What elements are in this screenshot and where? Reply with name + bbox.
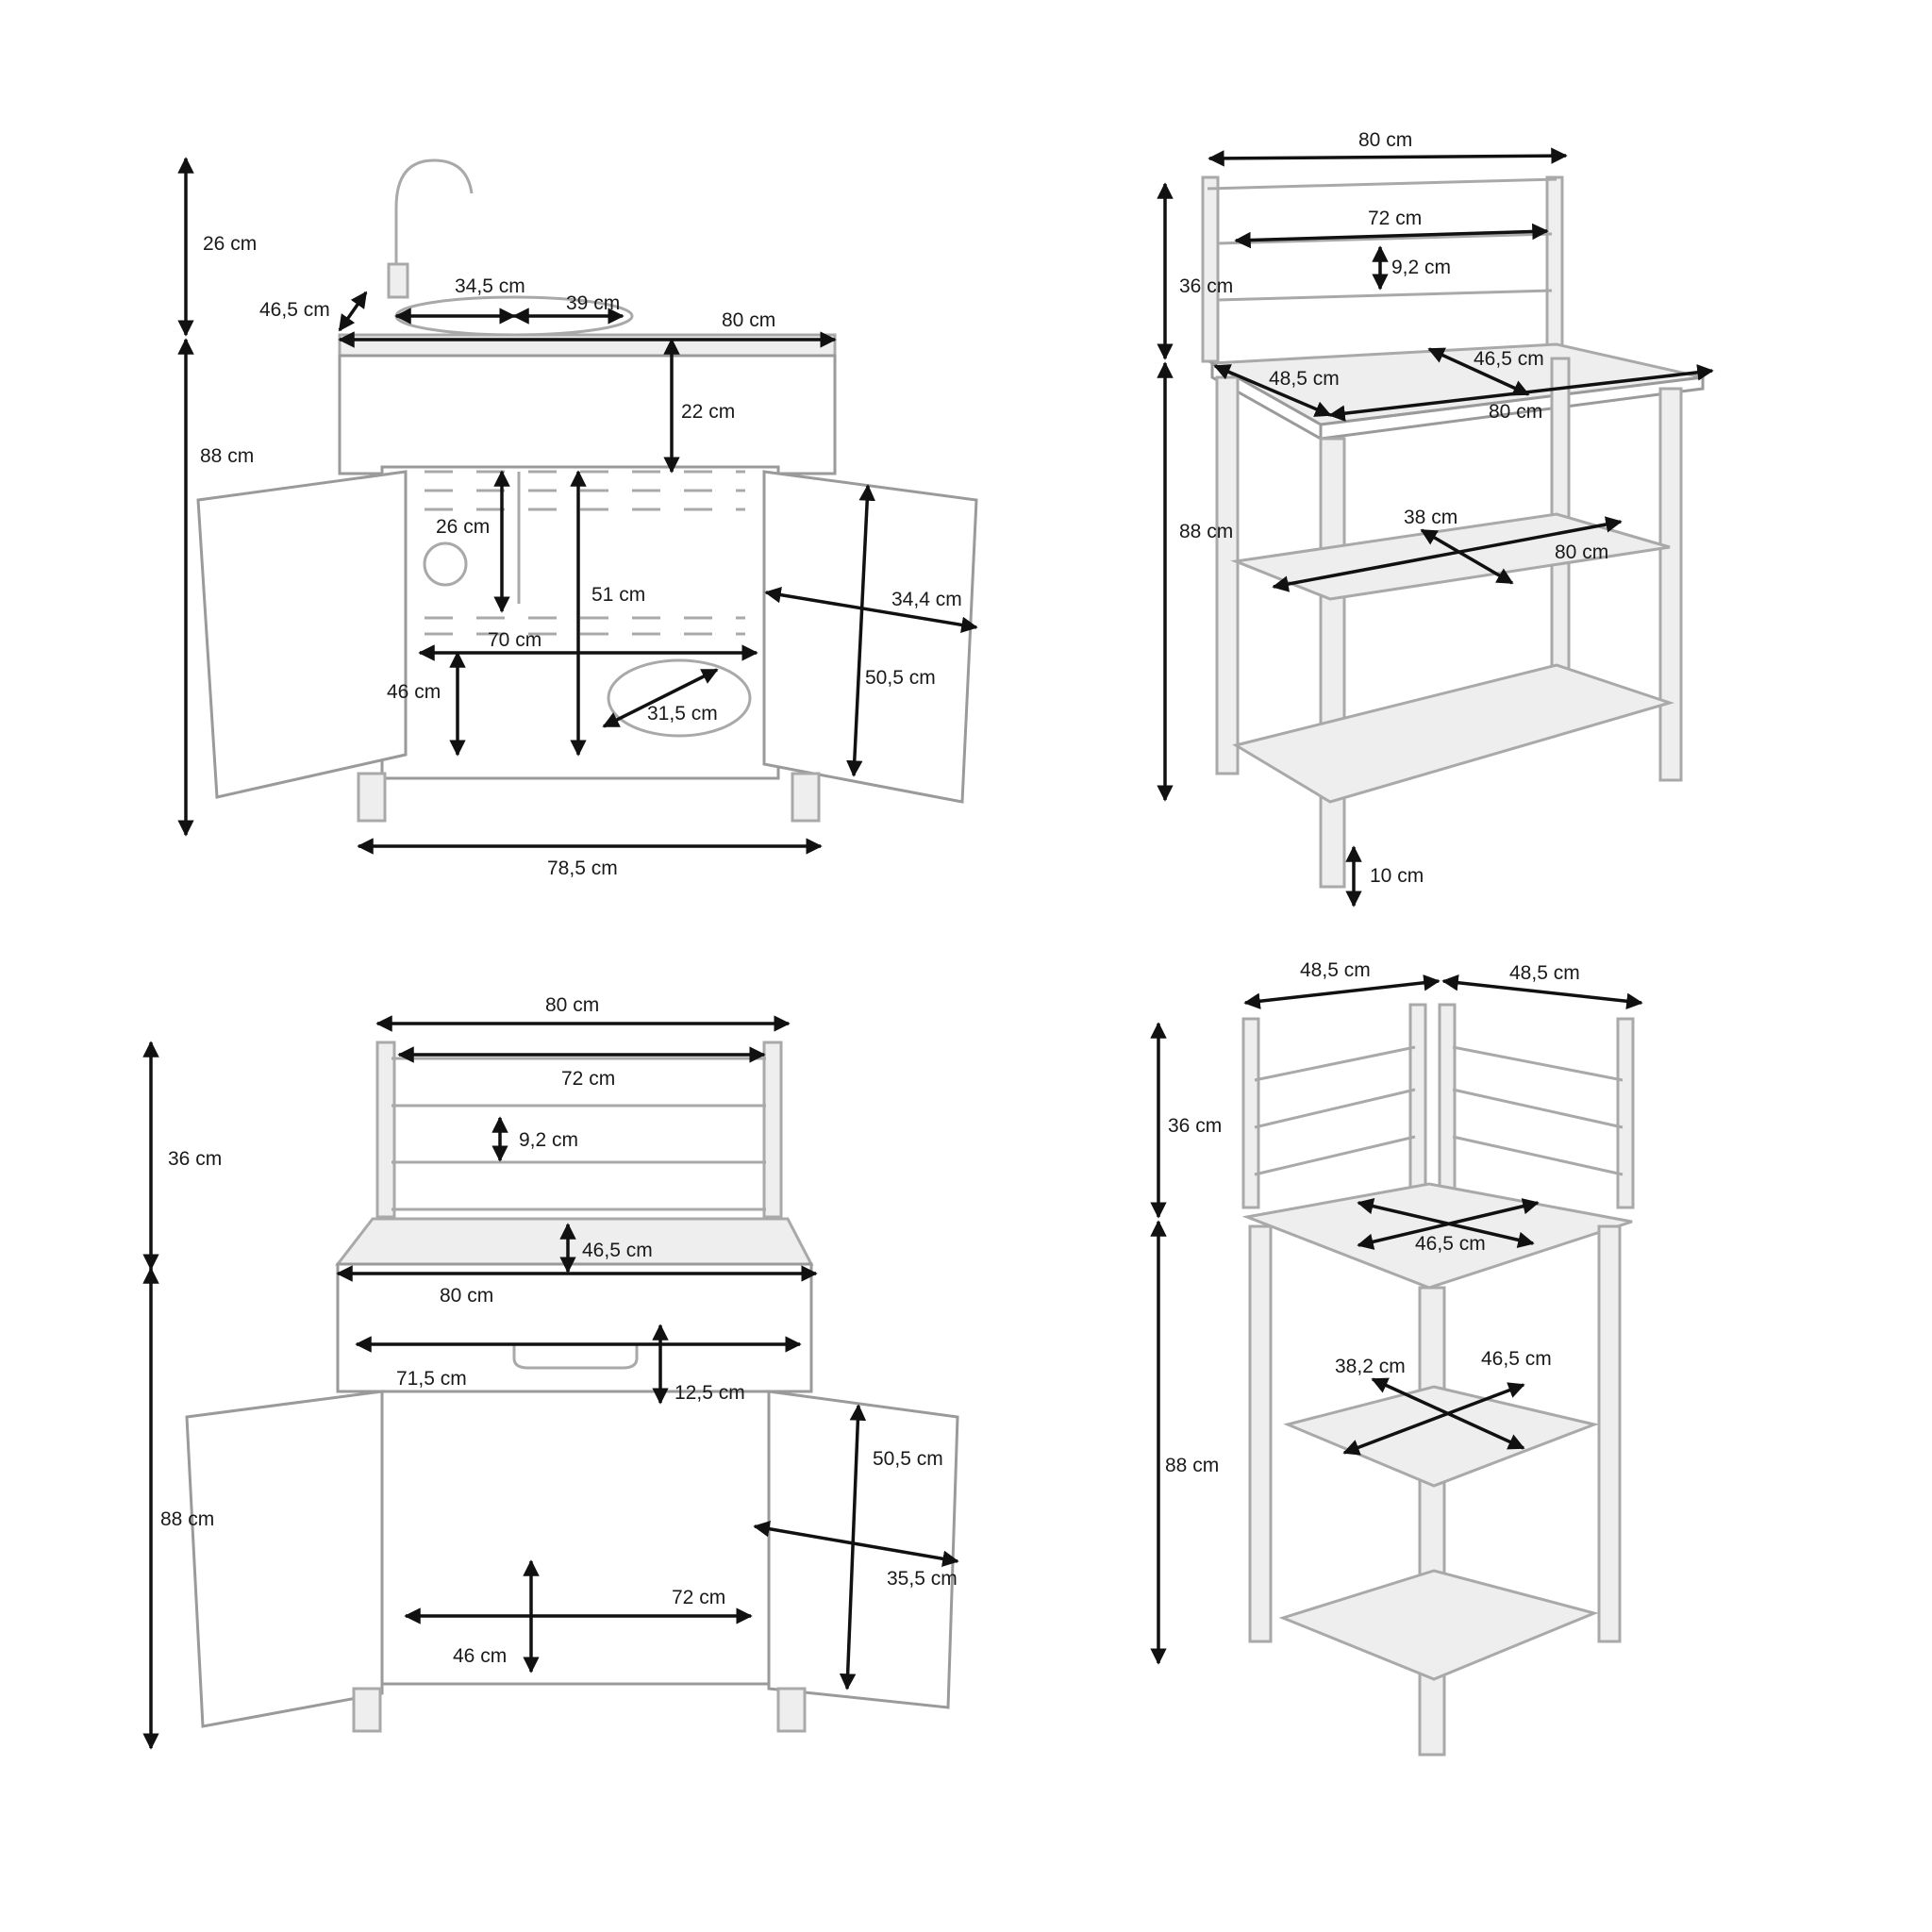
dimension-label: 39 cm xyxy=(566,292,620,314)
dimension-label: 36 cm xyxy=(1168,1115,1222,1137)
work-bench-drawing xyxy=(1201,175,1705,889)
dimension-label: 88 cm xyxy=(200,445,254,467)
dimension-label: 51 cm xyxy=(591,584,645,606)
corner-unit-drawing xyxy=(1241,1003,1635,1757)
dimension-label: 38,2 cm xyxy=(1335,1356,1406,1377)
dimension-label: 80 cm xyxy=(1555,541,1608,563)
dimension-label: 31,5 cm xyxy=(647,703,718,724)
dimension-label: 12,5 cm xyxy=(675,1382,745,1404)
dimension-arrow xyxy=(1441,974,1643,1009)
storage-left-door xyxy=(185,1390,384,1728)
dimension-lines xyxy=(142,147,1714,1750)
dimension-label: 50,5 cm xyxy=(873,1448,943,1470)
dimension-arrow xyxy=(753,1521,959,1567)
dimension-label: 38 cm xyxy=(1404,507,1457,528)
dimension-label: 34,4 cm xyxy=(891,589,962,610)
dimension-arrow xyxy=(1208,147,1568,167)
dimension-arrow xyxy=(1357,1198,1535,1248)
dimension-arrow xyxy=(602,668,719,728)
storage-interior xyxy=(380,1390,771,1686)
dimension-label: 10 cm xyxy=(1370,865,1424,887)
dimension-label: 48,5 cm xyxy=(1269,368,1340,390)
dimension-label: 80 cm xyxy=(1358,129,1412,151)
sink-cabinet-drawing xyxy=(196,158,978,823)
dimension-label: 46,5 cm xyxy=(1481,1348,1552,1370)
dimension-arrow xyxy=(1234,223,1549,249)
dimension-label: 72 cm xyxy=(672,1587,725,1608)
right-door xyxy=(762,470,978,804)
dimension-label: 9,2 cm xyxy=(1391,257,1451,278)
dimension-label: 80 cm xyxy=(722,309,775,331)
storage-worktop xyxy=(334,1217,814,1266)
cabinet-interior xyxy=(380,465,780,780)
dimension-arrow xyxy=(1342,1382,1525,1456)
dimension-label: 50,5 cm xyxy=(865,667,936,689)
dimension-label: 9,2 cm xyxy=(519,1129,578,1151)
dimension-label: 78,5 cm xyxy=(547,858,618,879)
dimension-label: 22 cm xyxy=(681,401,735,423)
dimension-label: 48,5 cm xyxy=(1300,959,1371,981)
dimension-arrow xyxy=(1272,516,1623,592)
dimension-arrow xyxy=(338,291,368,332)
dimension-label: 35,5 cm xyxy=(887,1568,958,1590)
corner-shelf-bottom xyxy=(1278,1569,1599,1681)
dimension-label: 46,5 cm xyxy=(259,299,330,321)
dimension-label: 71,5 cm xyxy=(396,1368,467,1390)
dimension-arrow xyxy=(1328,364,1714,422)
dimension-label: 70 cm xyxy=(488,629,541,651)
dimension-label: 46 cm xyxy=(387,681,441,703)
dimension-label: 34,5 cm xyxy=(455,275,525,297)
dimension-label: 80 cm xyxy=(1489,401,1542,423)
dimension-label: 26 cm xyxy=(203,233,257,255)
dimension-label: 36 cm xyxy=(168,1148,222,1170)
corner-shelf-middle xyxy=(1283,1385,1600,1488)
dimension-label: 46 cm xyxy=(453,1645,507,1667)
bench-shelf-bottom xyxy=(1232,663,1675,804)
dimension-label: 72 cm xyxy=(1368,208,1422,229)
storage-right-door xyxy=(767,1390,959,1709)
dimension-arrow xyxy=(1243,974,1441,1009)
dimension-labels: 26 cm 46,5 cm 34,5 cm 39 cm 80 cm 22 cm 88 cm 2… xyxy=(160,129,1608,1667)
dimension-arrow xyxy=(764,586,978,634)
tap-icon xyxy=(394,158,474,292)
dimension-label: 46,5 cm xyxy=(1415,1233,1486,1255)
dimension-label: 46,5 cm xyxy=(582,1240,653,1261)
dimension-label: 80 cm xyxy=(440,1285,493,1307)
dimension-label: 72 cm xyxy=(561,1068,615,1090)
cabinet-top-panel xyxy=(338,354,837,475)
drawer xyxy=(336,1262,813,1393)
dimension-label: 80 cm xyxy=(545,994,599,1016)
dimension-label: 88 cm xyxy=(160,1508,214,1530)
dimension-label: 88 cm xyxy=(1179,521,1233,542)
dimension-label: 36 cm xyxy=(1179,275,1233,297)
dimension-label: 88 cm xyxy=(1165,1455,1219,1476)
dimension-arrow xyxy=(1213,364,1332,417)
left-door xyxy=(196,470,408,799)
dimension-label: 46,5 cm xyxy=(1474,348,1544,370)
dimension-label: 48,5 cm xyxy=(1509,962,1580,984)
dimension-label: 26 cm xyxy=(436,516,490,538)
